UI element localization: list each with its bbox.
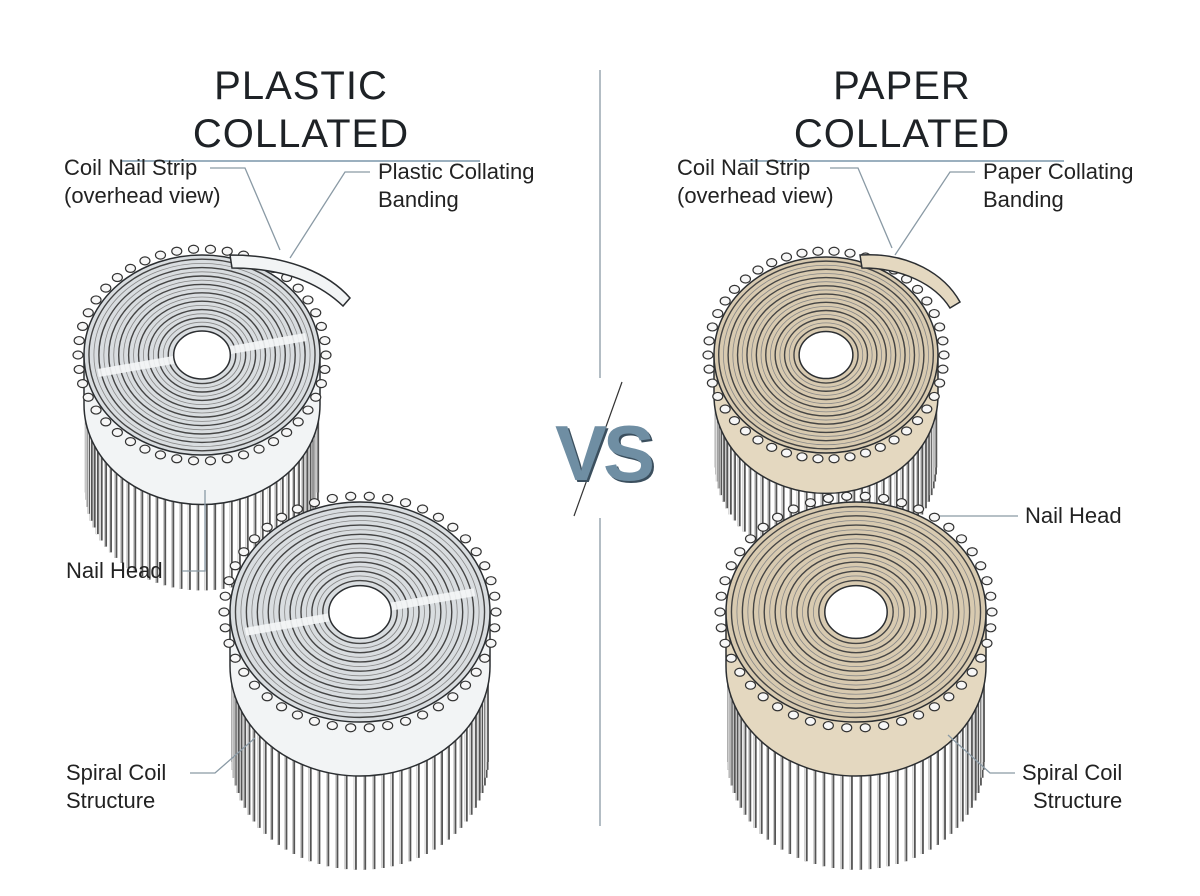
right-strip-label: Coil Nail Strip (overhead view) [677, 155, 834, 208]
paper-panel-title: PAPER COLLATED [740, 62, 1064, 162]
leader-left-head [182, 490, 206, 572]
right-nail-head-label: Nail Head [1025, 503, 1122, 528]
plastic-panel-title: PLASTIC COLLATED [122, 62, 480, 162]
plastic-coil-top [72, 244, 332, 591]
left-nail-head-label: Nail Head [66, 558, 163, 583]
leader-right-banding [894, 171, 975, 256]
right-banding-label: Paper Collating Banding [983, 159, 1134, 212]
plastic-strip-tail [229, 254, 351, 308]
leader-left-strip [210, 167, 281, 251]
left-spiral-coil-label: Spiral Coil Structure [66, 760, 167, 813]
vs-badge: VS [554, 409, 655, 497]
leader-left-banding [289, 171, 370, 259]
paper-coil-bottom [714, 491, 998, 870]
left-banding-label: Plastic Collating Banding [378, 159, 535, 212]
leader-left-coil [190, 737, 256, 774]
right-spiral-coil-label: Spiral Coil Structure [1022, 760, 1123, 813]
leader-right-strip [830, 167, 893, 249]
paper-coil-top [702, 246, 950, 564]
plastic-coil-bottom [218, 491, 502, 870]
left-strip-label: Coil Nail Strip (overhead view) [64, 155, 221, 208]
paper-strip-tail [859, 254, 962, 310]
center-divider [573, 70, 623, 826]
leader-right-coil [947, 734, 1015, 774]
